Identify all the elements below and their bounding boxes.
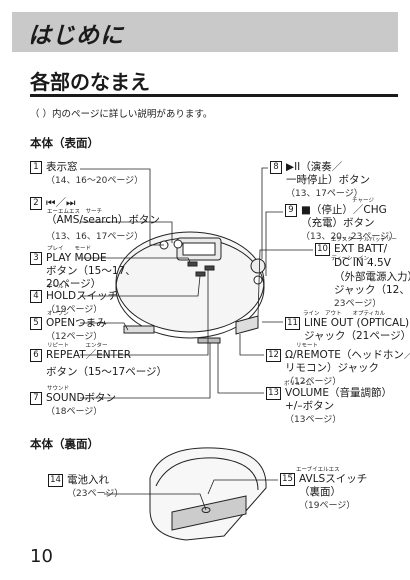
callout-label-2: ボタン（15〜17ページ） [46, 366, 168, 378]
callout-number: 2 [30, 197, 42, 210]
callout-label-2: ジャック（21ページ） [304, 330, 410, 342]
callout-label: ▶II（演奏／ [286, 161, 343, 173]
callout-label: ⏮／⏭ [46, 197, 76, 209]
callout-number: 15 [280, 473, 295, 486]
cd-player-front-illustration [80, 167, 313, 399]
callout-number: 12 [266, 349, 281, 362]
callout-label: Ω/REMOTE（ヘッドホン／ [285, 349, 410, 361]
callout-10-ext-batt: 10 EXT BATT/ DC IN 4.5V （外部電源入力） ジャック（12、… [315, 243, 410, 311]
callout-8-play-pause: 8 ▶II（演奏／ 一時停止）ボタン （13、17ページ） [270, 161, 370, 201]
callout-label-2: リモコン）ジャック [285, 362, 379, 374]
callout-number: 8 [270, 161, 282, 174]
callout-label-2: +/–ボタン [285, 400, 335, 412]
callout-label: HOLDスイッチ [46, 290, 119, 302]
section-title: 各部のなまえ [30, 70, 150, 94]
callout-page-ref: （18ページ） [46, 407, 103, 417]
callout-6-repeat-enter: 6 REPEAT／ENTER ボタン（15〜17ページ） [30, 349, 167, 382]
callout-7-sound: 7 SOUNDボタン （18ページ） [30, 392, 116, 419]
callout-3-ruby: プレイ モード [47, 246, 92, 252]
callout-page-ref: （14、16〜20ページ） [46, 176, 144, 186]
callout-number: 7 [30, 392, 42, 405]
callout-9-stop-chg: 9 ■（停止）／CHG （充電）ボタン （13、20、23ページ） [285, 204, 398, 244]
callout-number: 1 [30, 161, 42, 174]
callout-4-ruby: ホールド [47, 284, 70, 290]
callout-label-2: 一時停止）ボタン [286, 174, 370, 186]
callout-label-2: ボタン（15〜17、 [46, 265, 136, 277]
callout-label-2: DC IN 4.5V [334, 257, 391, 269]
callout-label: SOUNDボタン [46, 392, 117, 404]
callout-14-battery: 14 電池入れ （23ページ） [48, 474, 123, 501]
callout-11-line-out: 11 LINE OUT (OPTICAL) ジャック（21ページ） [285, 317, 410, 343]
callout-label: AVLSスイッチ [299, 473, 368, 485]
callout-13-ruby: ボリューム [284, 381, 312, 387]
callout-15-ruby: エーブイエルエス [296, 467, 340, 473]
callout-11-ruby: ライン アウト オプティカル [303, 311, 386, 317]
callout-number: 4 [30, 290, 42, 303]
callout-label-4: ジャック（12、 [334, 284, 410, 296]
callout-label-2: （AMS/search）ボタン [46, 214, 160, 226]
callout-2-ruby: エーエムエス サーチ [47, 209, 103, 215]
callout-page-ref: （12ページ） [285, 377, 342, 387]
callout-number: 11 [285, 317, 300, 330]
callout-3-play-mode: 3 PLAY MODE ボタン（15〜17、 20ページ） [30, 252, 136, 291]
callout-label: PLAY MODE [46, 252, 107, 264]
callout-15-avls: 15 AVLSスイッチ （裏面） （19ページ） [280, 473, 367, 513]
callout-label: LINE OUT (OPTICAL) [304, 317, 410, 329]
callout-5-ruby: オープン [47, 311, 69, 317]
callout-number: 6 [30, 349, 42, 362]
callout-page-ref: （12ページ） [46, 332, 103, 342]
callout-page-ref: （23ページ） [67, 489, 124, 499]
callout-page-ref: （13、20、23ページ） [301, 232, 399, 242]
callout-number: 3 [30, 252, 42, 265]
callout-12-remote: 12 Ω/REMOTE（ヘッドホン／ リモコン）ジャック （12ページ） [266, 349, 410, 389]
callout-label: VOLUME（音量調節） [285, 387, 392, 399]
callout-12-ruby: リモート [296, 343, 319, 349]
header-title: はじめに [28, 23, 124, 49]
callout-label: EXT BATT/ [334, 243, 388, 255]
callout-page-ref: （13、16、17ページ） [46, 232, 144, 242]
callout-label: OPENつまみ [46, 317, 107, 329]
callout-2-ams-search: 2 ⏮／⏭ （AMS/search）ボタン （13、16、17ページ） [30, 197, 160, 244]
back-view-title: 本体（裏面） [30, 437, 99, 451]
callout-label-2: （裏面） [299, 486, 341, 498]
callout-number: 10 [315, 243, 330, 256]
callout-4-hold: 4 HOLDスイッチ （19ページ） [30, 290, 118, 317]
callout-9-ruby: チャージ [352, 198, 374, 204]
callout-13-volume: 13 VOLUME（音量調節） +/–ボタン （13ページ） [266, 387, 392, 427]
callout-number: 9 [285, 204, 297, 217]
callout-10-ruby: エクスターナルバッテリー [331, 237, 397, 243]
callout-10-ruby-2: ディーシーイン [331, 256, 370, 262]
callout-label: 電池入れ [67, 474, 109, 486]
page-number: 10 [30, 546, 53, 567]
callout-5-open: 5 OPENつまみ （12ページ） [30, 317, 107, 344]
callout-1-display: 1 表示窓 （14、16〜20ページ） [30, 161, 143, 188]
callout-number: 13 [266, 387, 281, 400]
callout-number: 14 [48, 474, 63, 487]
callout-page-ref: 23ページ） [334, 299, 382, 309]
callout-page-ref: （13ページ） [285, 415, 342, 425]
callout-page-ref: （19ページ） [46, 305, 103, 315]
callout-page-ref: （13、17ページ） [286, 189, 363, 199]
callout-page-ref: （19ページ） [299, 501, 356, 511]
front-view-title: 本体（表面） [30, 136, 99, 150]
header-banner: はじめに [12, 12, 398, 52]
callout-label: 表示窓 [46, 161, 78, 173]
callout-label-2: （充電）ボタン [301, 217, 375, 229]
callout-number: 5 [30, 317, 42, 330]
section-note: （ ）内のページに詳しい説明があります。 [30, 109, 213, 120]
callout-label: ■（停止）／CHG [301, 204, 387, 216]
callout-label-3: 20ページ） [46, 278, 102, 290]
callout-7-ruby: サウンド [47, 386, 70, 392]
section-rule [30, 94, 398, 97]
callout-label-3: （外部電源入力） [334, 271, 410, 283]
callout-6-ruby: リピート エンター [47, 343, 108, 349]
callout-label: REPEAT／ENTER [46, 349, 132, 361]
cd-player-back-illustration [104, 447, 278, 541]
